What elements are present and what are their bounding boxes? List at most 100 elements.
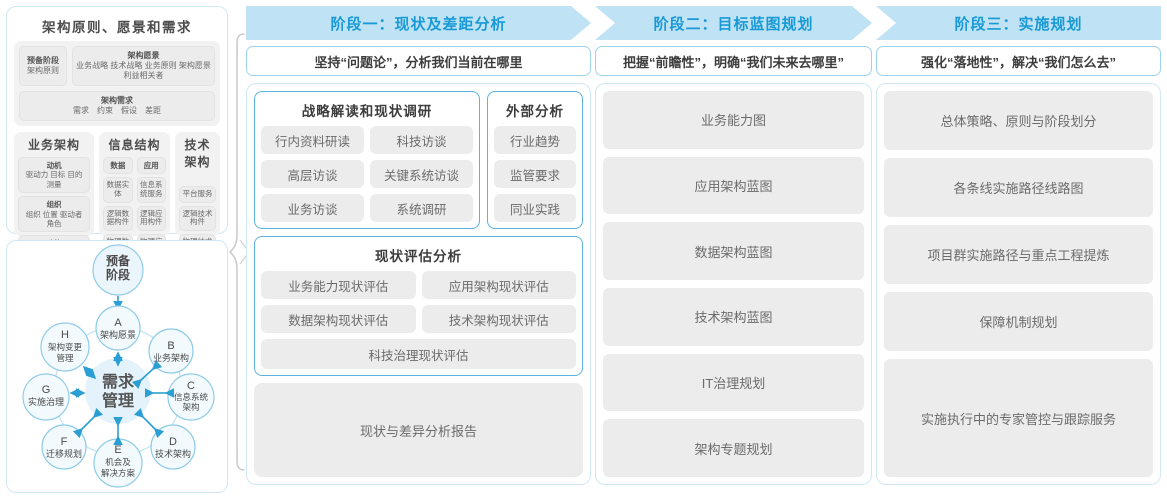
phase-2-body: 业务能力图 应用架构蓝图 数据架构蓝图 技术架构蓝图 IT治理规划 架构专题规划: [595, 83, 872, 485]
chip-it-governance-assessment[interactable]: 科技治理现状评估: [261, 339, 576, 369]
node-e-key: E: [114, 444, 121, 456]
chip-assurance-mechanism-planning[interactable]: 保障机制规划: [884, 292, 1153, 351]
togaf-app-cell-service: 信息系统服务: [136, 177, 166, 203]
chip-key-system-interview[interactable]: 关键系统访谈: [370, 160, 473, 188]
node-g-label: 实施治理: [28, 396, 64, 407]
chip-regulatory-requirement[interactable]: 监管要求: [494, 160, 576, 188]
togaf-cell-vision-title: 架构愿景: [127, 51, 160, 60]
togaf-app-cell-logical: 逻辑应用构件: [136, 205, 166, 231]
togaf-business-cell-organization: 组织 组织 位置 驱动者 角色: [18, 196, 91, 233]
node-f-label: 迁移规划: [46, 448, 82, 459]
external-analysis-title: 外部分析: [506, 104, 564, 119]
chip-application-architecture-blueprint[interactable]: 应用架构蓝图: [603, 156, 864, 215]
togaf-column-business: 业务架构 动机 驱动力 目标 目的 测量 组织 组织 位置 驱动者 角色 功能 …: [14, 132, 95, 272]
togaf-business-cell-organization-title: 组织: [46, 200, 62, 210]
node-c-label-2: 架构: [182, 402, 199, 412]
togaf-cell-vision-sub: 业务战略 技术战略 业务原则 架构愿景 利益相关者: [76, 61, 211, 80]
left-column: 架构原则、愿景和需求 预备阶段 架构原则 架构愿景 业务战略 技术战略 业务原则…: [6, 6, 228, 493]
chip-peer-practice[interactable]: 同业实践: [494, 194, 576, 222]
phase-3-header-label: 阶段三：实施规划: [954, 15, 1083, 33]
togaf-column-information-head: 信息结构: [108, 138, 161, 152]
togaf-column-technology-head: 技术架构: [184, 138, 211, 169]
phase-1-header-label: 阶段一：现状及差距分析: [330, 15, 507, 33]
phase-3-header-chevron: [876, 6, 1161, 40]
togaf-title: 架构原则、愿景和需求: [42, 20, 192, 35]
adm-cycle-panel: 预备 阶段 需求 管理 A 架构愿景 B 业务架构 C: [6, 240, 228, 493]
node-a: [95, 305, 141, 351]
togaf-tech-cell-platform: 平台服务: [179, 186, 216, 203]
node-c-label-1: 信息系统: [174, 392, 209, 402]
chip-architecture-topic-planning[interactable]: 架构专题规划: [603, 419, 864, 478]
chip-data-architecture-assessment[interactable]: 数据架构现状评估: [261, 305, 416, 333]
chip-overall-strategy[interactable]: 总体策略、原则与阶段划分: [884, 91, 1153, 150]
togaf-app-head: 应用: [136, 157, 166, 175]
chip-technology-architecture-assessment[interactable]: 技术架构现状评估: [421, 305, 576, 333]
gap-analysis-report[interactable]: 现状与差异分析报告: [254, 383, 583, 477]
phase-1-subtitle: 坚持“问题论”，分析我们当前在哪里: [246, 46, 591, 76]
phase-3-subtitle: 强化“落地性”，解决“我们怎么去”: [876, 46, 1161, 76]
phase-1: 阶段一：现状及差距分析 坚持“问题论”，分析我们当前在哪里 战略解读和现状调研 …: [246, 6, 591, 493]
node-h: [40, 322, 90, 372]
phase-2-header-chevron: [595, 6, 872, 40]
togaf-cell-requirements-sub: 需求 约束 假设 差距: [73, 106, 161, 115]
togaf-cell-requirements-title: 架构需求: [101, 96, 133, 105]
assessment-row-1: 业务能力现状评估 应用架构现状评估: [261, 271, 576, 299]
chip-line-implementation-roadmap[interactable]: 各条线实施路径线路图: [884, 158, 1153, 217]
togaf-data-head: 数据: [103, 157, 133, 175]
assessment-grid: 业务能力现状评估 应用架构现状评估 数据架构现状评估 技术架构现状评估 科技治理…: [261, 271, 576, 369]
chip-business-interview[interactable]: 业务访谈: [261, 194, 364, 222]
togaf-cell-preliminary-title: 预备阶段: [27, 56, 59, 65]
togaf-column-business-head: 业务架构: [28, 138, 81, 152]
chip-internal-docs[interactable]: 行内资料研读: [261, 126, 364, 154]
chip-expert-control-tracking-service[interactable]: 实施执行中的专家管控与跟踪服务: [884, 359, 1153, 477]
node-f-key: F: [61, 436, 68, 448]
node-preliminary-label-1: 预备: [106, 253, 131, 268]
phase-3-items: 总体策略、原则与阶段划分 各条线实施路径线路图 项目群实施路径与重点工程提炼 保…: [884, 91, 1153, 477]
phase-3-header[interactable]: 阶段三：实施规划: [876, 6, 1161, 40]
chip-tech-interview[interactable]: 科技访谈: [370, 126, 473, 154]
togaf-column-information: 信息结构 数据 数据实体 逻辑数据构件 物理数据构件 应用 信息系统服务 逻辑应…: [99, 132, 170, 260]
phase-1-header[interactable]: 阶段一：现状及差距分析: [246, 6, 591, 40]
assessment-row-2: 数据架构现状评估 技术架构现状评估: [261, 305, 576, 333]
phase-2-header[interactable]: 阶段二：目标蓝图规划: [595, 6, 872, 40]
arrow-f-center: [72, 407, 104, 439]
chip-exec-interview[interactable]: 高层访谈: [261, 160, 364, 188]
togaf-three-columns: 业务架构 动机 驱动力 目标 目的 测量 组织 组织 位置 驱动者 角色 功能 …: [14, 132, 220, 272]
node-g: [22, 373, 70, 421]
chip-system-survey[interactable]: 系统调研: [370, 194, 473, 222]
togaf-business-cell-motivation-title: 动机: [46, 161, 62, 170]
current-state-assessment-panel: 现状评估分析 业务能力现状评估 应用架构现状评估 数据架构现状评估 技术架构现状…: [254, 236, 583, 376]
togaf-data-cell-logical: 逻辑数据构件: [103, 205, 133, 231]
node-e-label-2: 解决方案: [101, 468, 136, 478]
togaf-cell-preliminary: 预备阶段 架构原则: [19, 46, 67, 86]
arrow-h-center: [82, 365, 97, 380]
phase-2: 阶段二：目标蓝图规划 把握“前瞻性”，明确“我们未来去哪里” 业务能力图 应用架…: [595, 6, 872, 493]
strategy-row-3: 业务访谈 系统调研: [261, 194, 473, 222]
node-d-label: 技术架构: [155, 448, 191, 459]
chip-business-capability-map[interactable]: 业务能力图: [603, 91, 864, 149]
node-e-label-1: 机会及: [105, 457, 131, 467]
phase-1-body: 战略解读和现状调研 行内资料研读 科技访谈 高层访谈 关键系统访谈: [246, 83, 591, 485]
strategy-row-2: 高层访谈 关键系统访谈: [261, 160, 473, 188]
phase-1-header-chevron: [246, 6, 591, 40]
chip-it-governance-planning[interactable]: IT治理规划: [603, 353, 864, 412]
chip-business-capability-assessment[interactable]: 业务能力现状评估: [261, 271, 416, 299]
togaf-cell-requirements: 架构需求 需求 约束 假设 差距: [19, 91, 215, 121]
togaf-business-cell-motivation-sub: 驱动力 目标 目的 测量: [25, 170, 83, 189]
chip-industry-trend[interactable]: 行业趋势: [494, 126, 576, 154]
arrow-d-center: [133, 407, 165, 439]
node-d-key: D: [169, 436, 177, 448]
node-center: [85, 358, 151, 424]
phase-2-subtitle: 把握“前瞻性”，明确“我们未来去哪里”: [595, 46, 872, 76]
chip-program-roadmap[interactable]: 项目群实施路径与重点工程提炼: [884, 225, 1153, 284]
chip-data-architecture-blueprint[interactable]: 数据架构蓝图: [603, 222, 864, 281]
node-g-key: G: [42, 384, 51, 396]
chip-technology-architecture-blueprint[interactable]: 技术架构蓝图: [603, 288, 864, 346]
chip-application-architecture-assessment[interactable]: 应用架构现状评估: [421, 271, 576, 299]
togaf-business-cell-organization-sub: 组织 位置 驱动者 角色: [25, 209, 83, 228]
current-state-assessment-title: 现状评估分析: [375, 249, 462, 264]
node-a-key: A: [114, 317, 122, 329]
phase-1-top-zone: 战略解读和现状调研 行内资料研读 科技访谈 高层访谈 关键系统访谈: [254, 91, 583, 229]
togaf-content-framework-panel: 架构原则、愿景和需求 预备阶段 架构原则 架构愿景 业务战略 技术战略 业务原则…: [6, 6, 228, 296]
